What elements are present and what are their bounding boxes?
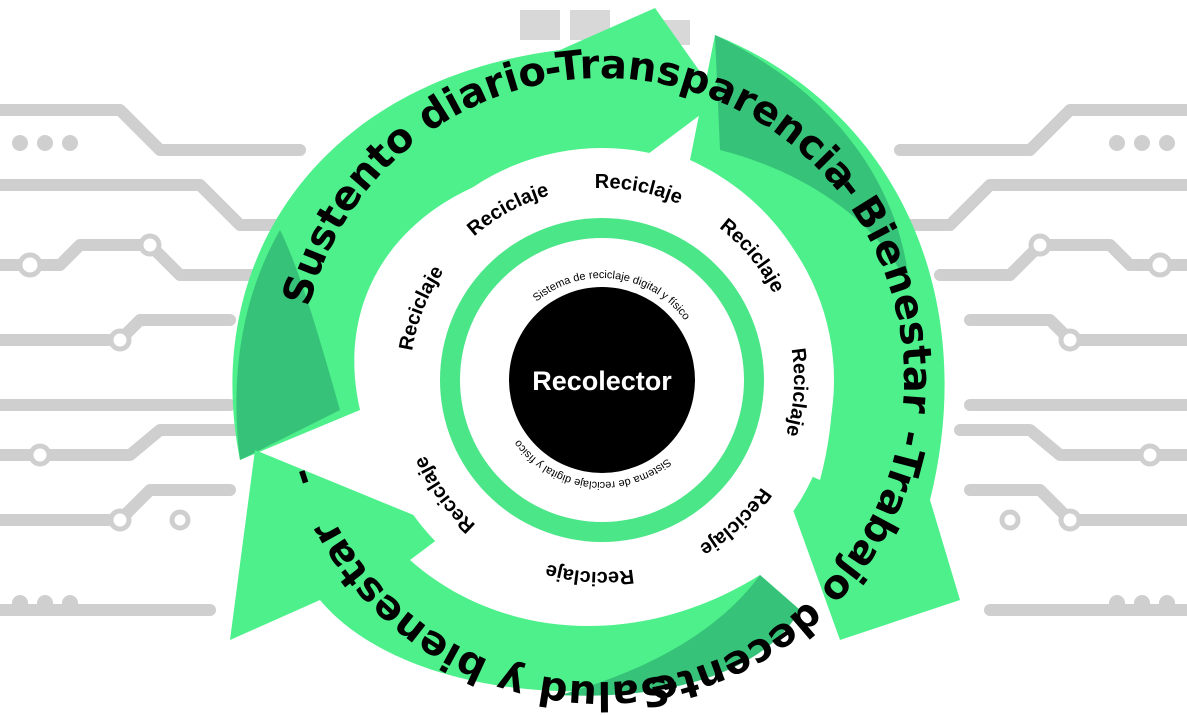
- cycle-arrows: [230, 8, 960, 696]
- arrow-right-shade: [715, 35, 910, 290]
- arrow-bottom: [230, 450, 800, 692]
- arrow-top-shade: [236, 230, 340, 460]
- outer-label-sep-1: -: [541, 45, 565, 93]
- center-disc: [509, 287, 695, 473]
- center-label: Recolector: [532, 366, 672, 396]
- arrow-right: [690, 35, 960, 640]
- arrow-bottom-shade: [560, 575, 800, 696]
- circuit-background: [0, 10, 1187, 616]
- arrow-top: [232, 8, 720, 460]
